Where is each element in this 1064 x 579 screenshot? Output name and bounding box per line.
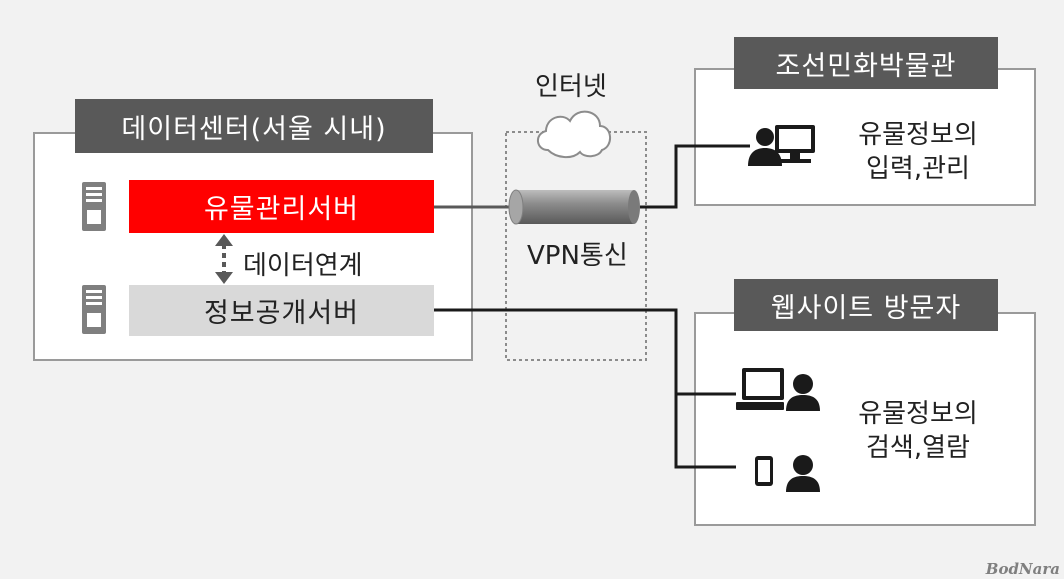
- visitors-desc-line1: 유물정보의: [858, 399, 978, 429]
- museum-desc-line1: 유물정보의: [858, 120, 978, 150]
- connector-line: [434, 308, 736, 396]
- internet-label: 인터넷: [535, 72, 607, 102]
- connector-line: [640, 144, 750, 209]
- server-icon: [82, 182, 106, 231]
- visitors-panel: [694, 312, 1036, 526]
- internet-region: [505, 131, 647, 361]
- data-link-label: 데이터연계: [243, 251, 363, 281]
- museum-panel: [694, 68, 1036, 206]
- server-icon: [82, 285, 106, 334]
- museum-desc-line2: 입력,관리: [866, 154, 970, 184]
- collection-management-server: 유물관리서버: [129, 180, 434, 233]
- visitors-title: 웹사이트 방문자: [734, 279, 998, 331]
- visitors-desc-line2: 검색,열람: [866, 433, 970, 463]
- museum-title: 조선민화박물관: [734, 37, 998, 89]
- vpn-tunnel-icon: [508, 189, 640, 225]
- double-arrow-icon: [215, 234, 233, 284]
- cloud-icon: [537, 110, 611, 158]
- museum-description: 유물정보의 입력,관리: [838, 118, 998, 186]
- public-info-server: 정보공개서버: [129, 285, 434, 336]
- vpn-label: VPN통신: [527, 241, 628, 271]
- laptop-user-icon: [736, 368, 820, 411]
- visitors-description: 유물정보의 검색,열람: [838, 397, 998, 465]
- datacenter-title: 데이터센터(서울 시내): [75, 99, 433, 153]
- connector-line: [674, 394, 736, 469]
- person-at-computer-icon: [748, 125, 815, 166]
- watermark-logo: BodNara: [985, 560, 1060, 578]
- mobile-user-icon: [755, 455, 820, 492]
